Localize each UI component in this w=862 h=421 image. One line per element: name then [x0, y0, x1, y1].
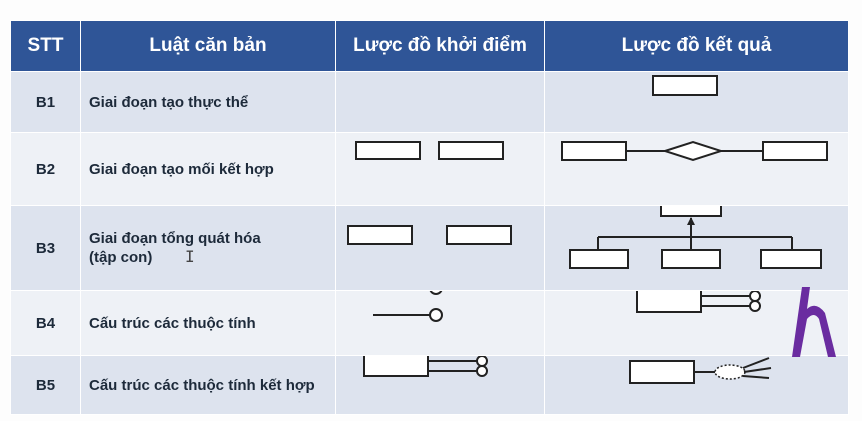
row-stt: B3 [10, 205, 81, 291]
header-result-schema: Lược đồ kết quả [544, 20, 849, 72]
rule-line: Giai đoạn tạo thực thể [89, 93, 249, 111]
composite-attribute-ellipse [714, 364, 746, 380]
table-row: B2 Giai đoạn tạo mối kết hợp [10, 132, 849, 206]
attribute-circle [476, 356, 488, 367]
entity-box [762, 141, 828, 161]
row-rule: Giai đoạn tạo mối kết hợp [80, 132, 336, 206]
row-rule: Cấu trúc các thuộc tính kết hợp [80, 355, 336, 415]
entity-box [652, 75, 718, 96]
table-row: B5 Cấu trúc các thuộc tính kết hợp [10, 355, 849, 415]
header-start-schema: Lược đồ khởi điểm [335, 20, 545, 72]
result-diagram-entity-attributes [544, 290, 849, 356]
entity-attributes-diagram [363, 356, 488, 377]
rules-table: STT Luật căn bản Lược đồ khởi điểm Lược … [10, 20, 849, 415]
header-row: STT Luật căn bản Lược đồ khởi điểm Lược … [10, 20, 849, 72]
start-diagram-attributes [335, 290, 545, 356]
subtype-box [661, 249, 721, 269]
row-stt: B2 [10, 132, 81, 206]
table-row: B3 Giai đoạn tổng quát hóa (tập con) [10, 205, 849, 291]
two-entities-diagram [347, 225, 512, 245]
entity-box [347, 225, 413, 245]
attribute-line [743, 367, 772, 373]
entity-attributes-diagram [636, 291, 761, 313]
rule-line: Cấu trúc các thuộc tính [89, 314, 256, 332]
attribute-circle [749, 291, 761, 302]
result-diagram-composite-attribute [544, 355, 849, 415]
rule-line: Giai đoạn tổng quát hóa [89, 230, 261, 247]
relationship-diamond [661, 140, 725, 162]
attribute-circle [429, 308, 443, 322]
generalization-diagram [569, 206, 822, 269]
table-row: B4 Cấu trúc các thuộc tính [10, 290, 849, 356]
attribute-line [742, 357, 770, 369]
entity-box [636, 291, 702, 313]
h-logo-icon [792, 287, 836, 357]
supertype-box [660, 206, 722, 217]
result-diagram-entity [544, 71, 849, 133]
rule-line: Cấu trúc các thuộc tính kết hợp [89, 376, 315, 394]
attribute-circle [749, 300, 761, 312]
rule-line: Giai đoạn tạo mối kết hợp [89, 160, 274, 178]
start-diagram-two-entities [335, 132, 545, 206]
entity-box [363, 356, 429, 377]
row-stt: B1 [10, 71, 81, 133]
composite-attribute-diagram [629, 357, 772, 384]
row-rule: Cấu trúc các thuộc tính [80, 290, 336, 356]
result-diagram-generalization [544, 205, 849, 291]
start-diagram-entity-attributes [335, 355, 545, 415]
row-rule: Giai đoạn tổng quát hóa (tập con) [80, 205, 336, 291]
entity-box [629, 360, 695, 384]
entity-diagram [652, 75, 718, 96]
table-row: B1 Giai đoạn tạo thực thể [10, 71, 849, 133]
two-entities-diagram [355, 141, 504, 160]
entity-box [438, 141, 504, 160]
attributes-diagram [373, 291, 443, 322]
start-diagram-empty [335, 71, 545, 133]
arrow-head [687, 217, 695, 225]
row-rule: Giai đoạn tạo thực thể [80, 71, 336, 133]
row-stt: B4 [10, 290, 81, 356]
relationship-diagram [561, 140, 828, 162]
subtype-box [569, 249, 629, 269]
rule-line: (tập con) [89, 249, 153, 266]
start-diagram-two-entities [335, 205, 545, 291]
entity-box [561, 141, 627, 161]
subtype-box [760, 249, 822, 269]
text-cursor-icon: I [185, 247, 195, 266]
attribute-line [742, 375, 770, 379]
header-rule: Luật căn bản [80, 20, 336, 72]
entity-box [446, 225, 512, 245]
header-stt: STT [10, 20, 81, 72]
result-diagram-relationship [544, 132, 849, 206]
entity-box [355, 141, 421, 160]
attribute-circle [429, 291, 443, 295]
row-stt: B5 [10, 355, 81, 415]
attribute-circle [476, 365, 488, 377]
